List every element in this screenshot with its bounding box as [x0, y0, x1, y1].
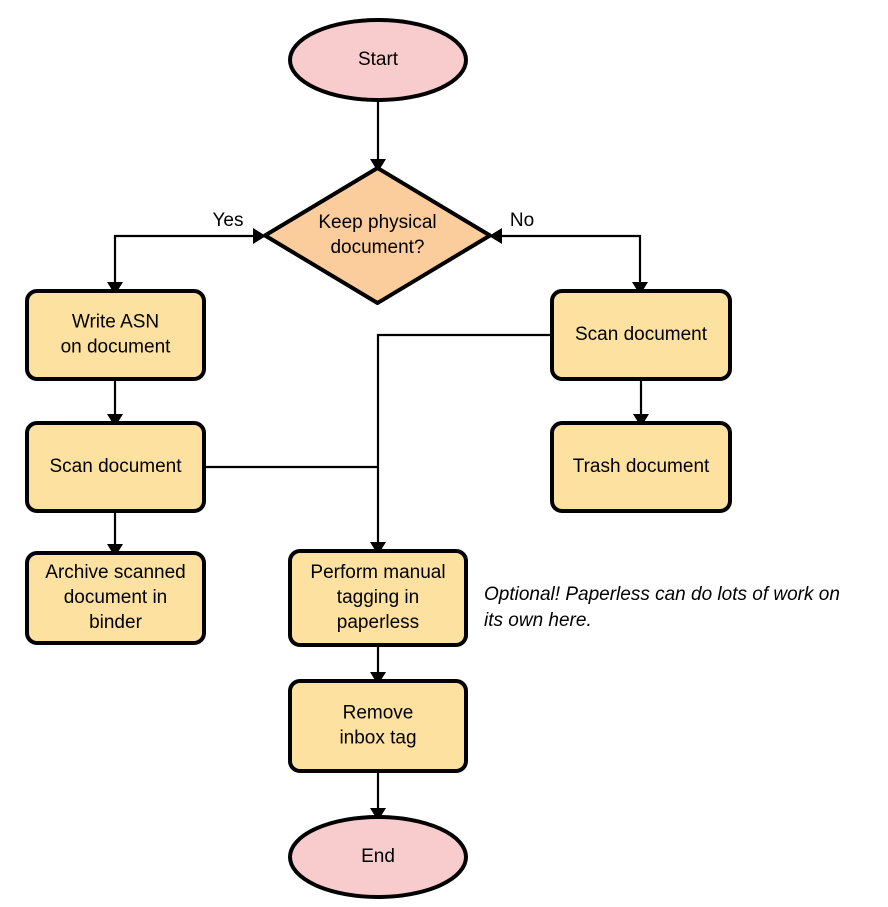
node-shape-process — [550, 421, 732, 513]
node-label-write-asn: Write ASN on document — [61, 312, 172, 358]
arrowhead-icon — [370, 542, 386, 555]
edge-decision-yes: Yes — [107, 210, 266, 295]
edge-scanleft-to-archive — [107, 511, 123, 557]
node-remove-inbox[interactable]: Remove inbox tag — [288, 679, 468, 773]
edge-path — [493, 234, 642, 288]
node-shape-decision — [263, 166, 492, 305]
arrowhead-icon — [107, 282, 123, 295]
node-scan-left[interactable]: Scan document — [25, 421, 206, 513]
node-label-archive-binder: Archive scanned document in binder — [45, 562, 185, 633]
node-label-line: Remove — [343, 703, 414, 724]
node-shape-terminator — [288, 18, 468, 102]
node-shape-terminator — [288, 815, 468, 899]
node-start[interactable]: Start — [288, 18, 468, 102]
node-label-line: Scan document — [49, 456, 182, 477]
node-shape-process — [25, 421, 206, 513]
node-label-line: Archive scanned — [45, 562, 185, 583]
edge-label-decision-no: No — [510, 210, 534, 231]
node-label-line: tagging in — [337, 587, 419, 608]
edge-writeasn-to-scanleft — [107, 379, 123, 427]
arrowhead-icon — [632, 282, 648, 295]
edge-tagging-to-remove — [370, 645, 386, 685]
node-shape-process — [288, 679, 468, 773]
arrowhead-icon — [253, 228, 266, 244]
edges-layer: Yes No — [107, 100, 649, 821]
node-label-start: Start — [358, 49, 399, 70]
node-label-line: Keep physical — [318, 212, 436, 233]
node-end[interactable]: End — [288, 815, 468, 899]
edge-remove-to-end — [370, 771, 386, 821]
node-label-trash: Trash document — [573, 456, 710, 477]
node-write-asn[interactable]: Write ASN on document — [25, 289, 206, 381]
node-label-keep-physical: Keep physical document? — [318, 212, 436, 258]
edge-path — [113, 234, 262, 288]
node-label-remove-inbox: Remove inbox tag — [339, 703, 416, 749]
arrowhead-icon — [370, 808, 386, 821]
node-shape-process — [25, 289, 206, 381]
node-trash[interactable]: Trash document — [550, 421, 732, 513]
node-label-line: inbox tag — [339, 728, 416, 749]
node-label-line: on document — [61, 337, 172, 358]
edge-scanright-to-trash — [633, 379, 649, 427]
node-label-line: Scan document — [575, 324, 708, 345]
annotation-line: its own here. — [484, 610, 592, 631]
node-label-line: Write ASN — [72, 312, 159, 333]
node-label-line: Start — [358, 49, 399, 70]
edge-path — [376, 333, 552, 548]
node-label-line: binder — [89, 612, 142, 633]
arrowhead-icon — [107, 544, 123, 557]
edge-scanright-to-tagging — [370, 333, 552, 555]
node-shape-process — [25, 551, 206, 645]
node-label-line: Trash document — [573, 456, 710, 477]
edge-label-decision-yes: Yes — [213, 210, 244, 231]
node-keep-physical[interactable]: Keep physical document? — [263, 166, 492, 305]
annotations-layer: Optional! Paperless can do lots of work … — [484, 584, 840, 631]
node-label-line: paperless — [337, 612, 419, 633]
node-shape-process — [288, 549, 468, 647]
node-archive-binder[interactable]: Archive scanned document in binder — [25, 551, 206, 645]
node-shape-process — [550, 289, 732, 381]
annotation-line: Optional! Paperless can do lots of work … — [484, 584, 840, 605]
arrowhead-icon — [489, 228, 502, 244]
node-label-line: document? — [330, 237, 424, 258]
node-label-scan-right: Scan document — [575, 324, 708, 345]
node-label-line: document in — [64, 587, 168, 608]
annotation-optional-note: Optional! Paperless can do lots of work … — [484, 584, 840, 631]
arrowhead-icon — [370, 159, 386, 172]
node-scan-right[interactable]: Scan document — [550, 289, 732, 381]
arrowhead-icon — [370, 672, 386, 685]
node-label-manual-tagging: Perform manual tagging in paperless — [310, 562, 445, 633]
node-manual-tagging[interactable]: Perform manual tagging in paperless — [288, 549, 468, 647]
node-label-line: Perform manual — [310, 562, 445, 583]
node-label-scan-left: Scan document — [49, 456, 182, 477]
node-label-end: End — [361, 846, 395, 867]
arrowhead-icon — [633, 414, 649, 427]
node-label-line: End — [361, 846, 395, 867]
arrowhead-icon — [107, 414, 123, 427]
edge-start-to-decision — [370, 100, 386, 172]
edge-decision-no: No — [489, 210, 648, 295]
